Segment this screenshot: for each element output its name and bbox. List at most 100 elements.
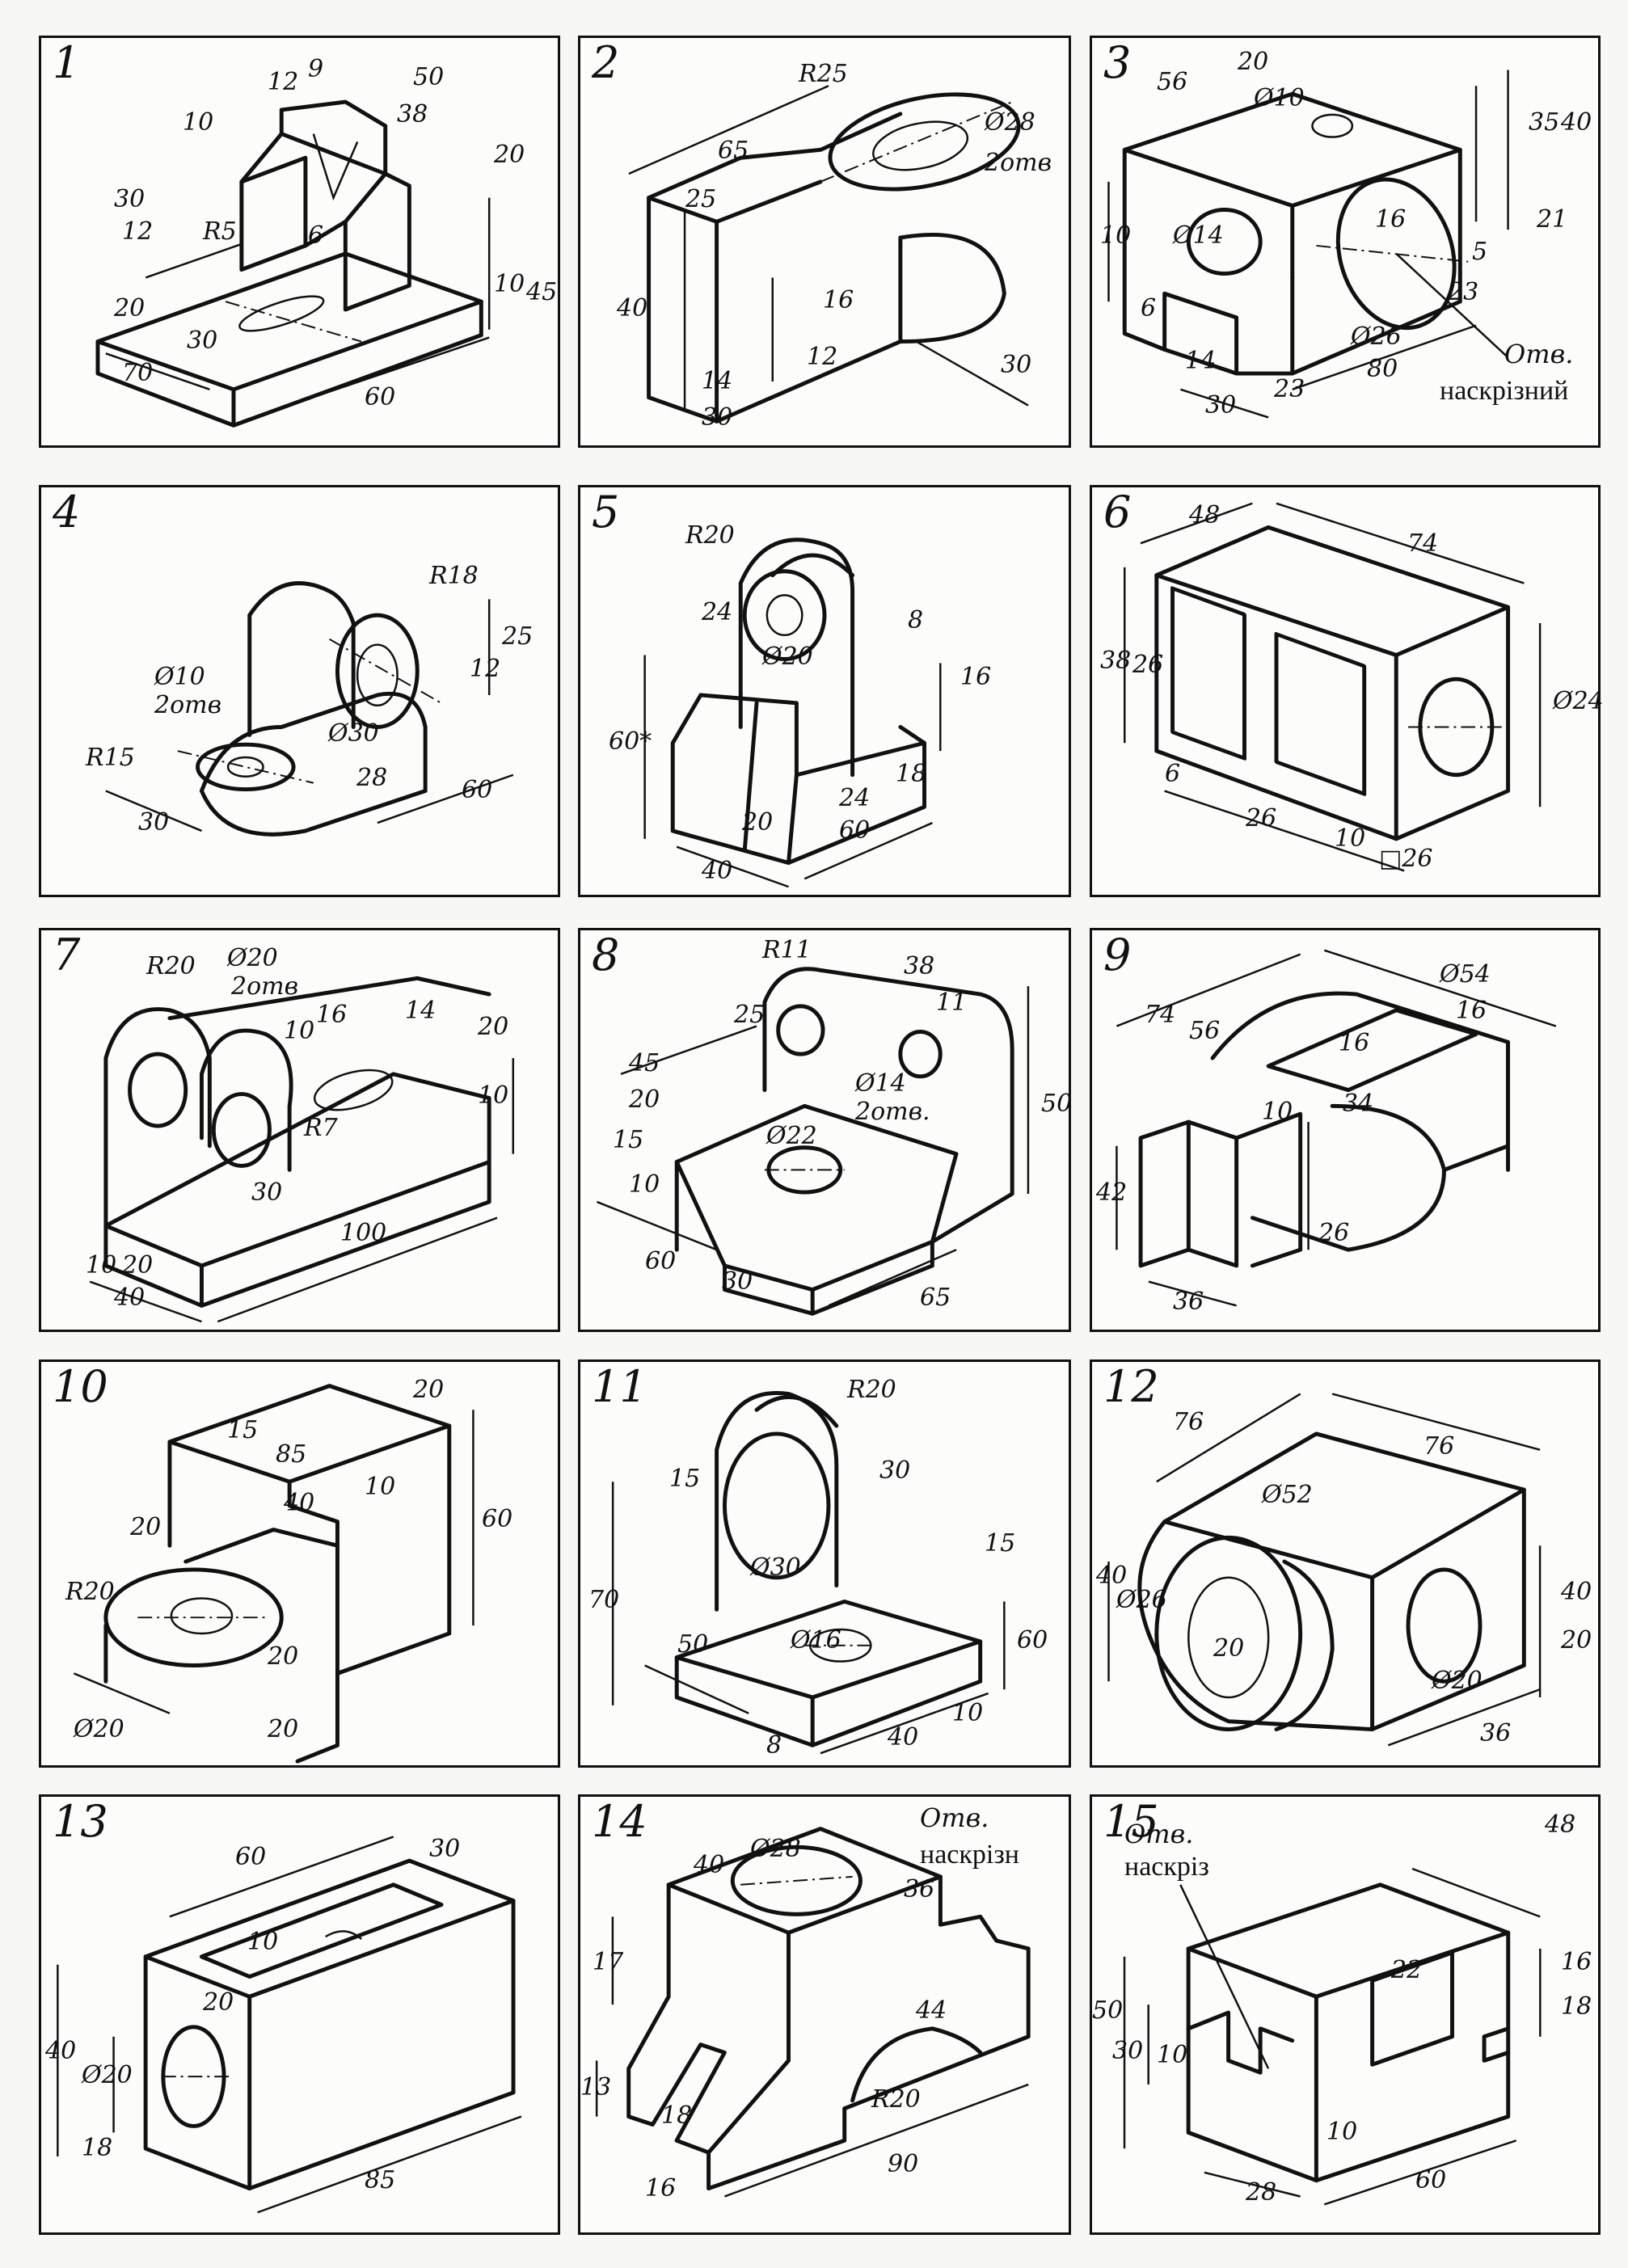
dim-label: Ø26 [1116,1586,1167,1614]
dim-label: 18 [82,2134,113,2162]
dim-label: 36 [904,1875,935,1903]
dim-label: Ø52 [1262,1481,1313,1509]
dim-label: 70 [122,359,154,387]
isometric-part-2 [628,85,1029,424]
dim-label: 15 [227,1416,259,1444]
dim-label: 20 [629,1086,660,1114]
dim-label: 16 [1375,205,1407,234]
dim-label: 38 [1100,647,1132,675]
dim-label: 18 [661,2101,693,2130]
dim-label: 11 [936,989,968,1017]
dim-label: Ø14 [855,1069,906,1098]
dim-label: 20 [413,1376,445,1404]
dim-label: 30 [251,1178,283,1207]
drawing-frame-5: 5 R20 24 Ø20 8 16 60* 24 18 20 60 40 [578,485,1071,897]
isometric-part-14 [595,1827,1031,2198]
dim-label: Ø20 [74,1715,124,1743]
dim-label: 60 [1017,1626,1048,1655]
isometric-part-15 [1123,1867,1542,2206]
dim-label: Ø24 [1553,687,1604,715]
dim-label: 56 [1157,68,1188,96]
dim-label: 38 [904,952,935,980]
isometric-part-7 [89,976,515,1323]
note-through: наскрізн [920,1840,1019,1870]
dim-label: 40 [284,1489,315,1517]
dim-label: 28 [1246,2178,1277,2207]
dim-label: 16 [1456,997,1487,1025]
dim-label: 24 [839,784,871,812]
dim-label: 10 [1335,824,1366,853]
isometric-part-1 [95,99,491,428]
dim-label: 30 [187,327,218,355]
dim-label: 2отв [231,972,299,1001]
drawing-frame-14: 14 40 Ø28 36 17 44 13 18 R20 90 16 Отв. … [578,1794,1071,2235]
dim-label: 28 [356,764,388,792]
dim-label: R15 [86,744,135,772]
dim-label: 16 [645,2174,677,2203]
dim-label: R7 [304,1114,338,1142]
dim-label: 10 [1326,2118,1358,2146]
isometric-part-6 [1124,502,1542,872]
dim-label: 74 [1407,529,1439,558]
drawing-frame-3: 3 56 20 Ø10 35 40 10 Ø14 16 21 6 14 Ø26 … [1090,36,1601,448]
dim-label: 45 [629,1049,660,1077]
dim-label: 15 [613,1126,644,1154]
dim-label: 40 [1561,1578,1592,1606]
dim-label: 10 [494,270,525,298]
dim-label: 12 [268,68,299,96]
isometric-part-3 [1107,70,1509,419]
isometric-part-9 [1116,949,1557,1307]
dim-label: 24 [702,598,733,626]
dim-label: 30 [138,808,170,837]
dim-label: 20 [1238,48,1269,76]
dim-label: 10 [1157,2041,1188,2069]
dim-label: 36 [1173,1288,1204,1316]
dim-label: 60 [365,383,396,411]
dim-label: 20 [114,294,146,322]
dim-label: 18 [1561,1992,1592,2021]
dim-label: 21 [1537,205,1568,234]
dim-label: 16 [316,1001,348,1029]
drawing-frame-12: 12 76 76 Ø52 40 Ø26 40 20 20 Ø20 36 [1090,1360,1601,1768]
dim-label: 14 [702,367,733,395]
dim-label: 44 [916,1996,947,2025]
dim-label: 26 [1246,804,1277,833]
note-hole: Отв. [1504,339,1574,369]
dim-label: 10 [629,1170,660,1199]
isometric-part-11 [611,1391,1006,1755]
dim-label: 35 [1529,108,1560,137]
dim-label: 76 [1173,1408,1204,1436]
dim-label: 5 [1472,238,1488,266]
dim-label: 30 [722,1267,753,1296]
dim-label: 48 [1545,1811,1576,1839]
dim-label: 20 [268,1642,299,1671]
isometric-part-5 [643,537,942,888]
dim-label: R20 [65,1578,115,1606]
dim-label: 10 [183,108,214,137]
dim-label: 9 [308,55,324,83]
dim-label: 60 [645,1247,677,1275]
dim-label: 13 [580,2073,612,2101]
dim-label: 26 [1132,651,1164,679]
dim-label: 23 [1274,375,1305,403]
dim-label: 65 [718,137,749,165]
dim-label: 30 [429,1835,461,1863]
dim-label: 18 [896,760,927,788]
drawing-number: 14 [592,1796,647,1847]
dim-label: Ø28 [985,108,1035,137]
dim-label: 76 [1423,1432,1455,1461]
isometric-part-13 [57,1836,522,2214]
dim-label: 25 [502,622,534,651]
dim-label: 50 [1041,1090,1073,1118]
dim-label: 10 [1262,1098,1293,1126]
dim-label: 100 [340,1219,387,1247]
dim-label: Ø10 [154,663,205,691]
dim-label: 45 [526,278,558,306]
dim-label: Ø16 [791,1626,841,1655]
dim-label: 22 [1391,1956,1423,1984]
isometric-part-10 [73,1384,474,1764]
dim-label: 65 [920,1284,951,1312]
dim-label: R20 [146,952,196,980]
drawing-number: 9 [1103,930,1132,980]
